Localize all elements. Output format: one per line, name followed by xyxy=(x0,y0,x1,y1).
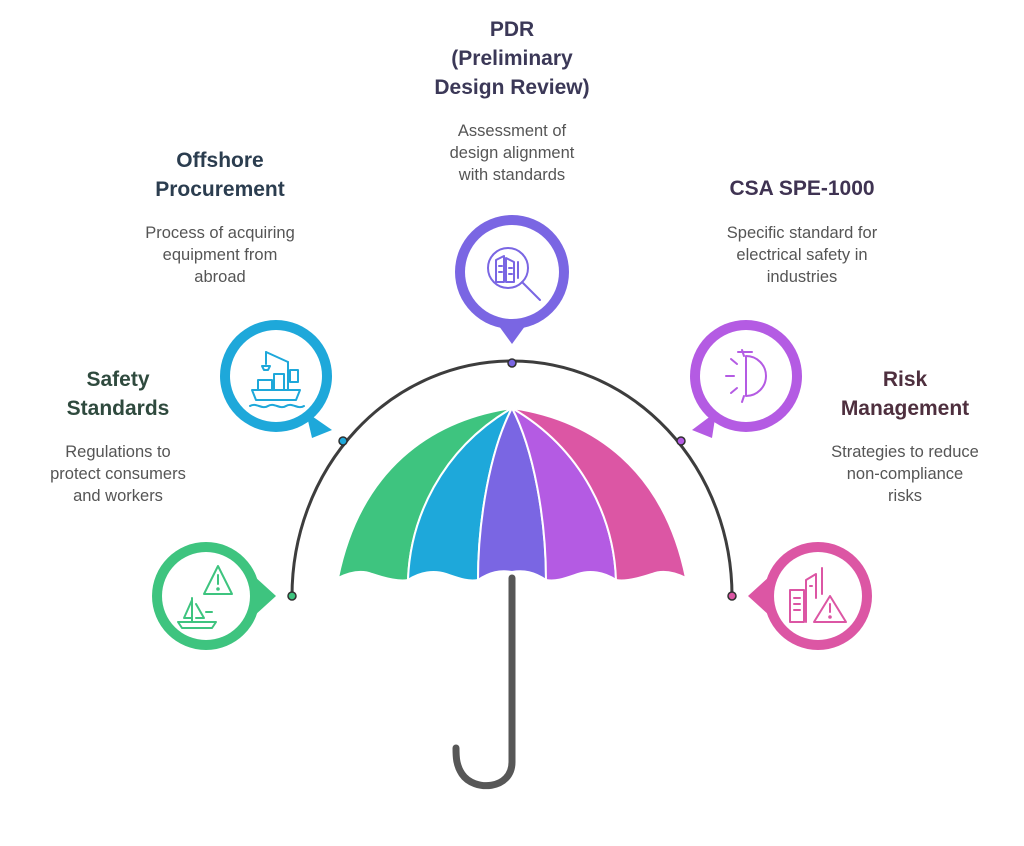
safety-description: Regulations to protect consumers and wor… xyxy=(50,443,186,505)
document-search-icon xyxy=(487,247,541,301)
umbrella-canopy xyxy=(336,405,688,582)
canopy-segment-pink xyxy=(511,407,688,582)
safety-title: Safety Standards xyxy=(66,368,170,420)
csa-title: CSA SPE-1000 xyxy=(729,177,875,200)
badge-pdr xyxy=(455,215,569,344)
risk-description: Strategies to reduce non-compliance risk… xyxy=(831,443,979,505)
sailboat-warning-icon xyxy=(177,565,233,629)
pdr-title: PDR (Preliminary Design Review) xyxy=(434,18,590,99)
badge-risk xyxy=(748,542,872,650)
arc-dot-csa xyxy=(676,436,686,446)
pdr-description: Assessment of design alignment with stan… xyxy=(449,122,575,184)
offshore-description: Process of acquiring equipment from abro… xyxy=(145,224,295,286)
badge-offshore xyxy=(220,320,332,438)
badge-safety xyxy=(152,542,276,650)
risk-title: Risk Management xyxy=(840,368,970,420)
buildings-warning-icon xyxy=(789,567,847,623)
half-sun-gauge-icon xyxy=(725,349,767,403)
arc-dot-safety xyxy=(287,591,297,601)
umbrella-handle xyxy=(452,574,516,790)
offshore-title: Offshore Procurement xyxy=(155,149,285,201)
arc-dot-offshore xyxy=(338,436,348,446)
csa-description: Specific standard for electrical safety … xyxy=(726,224,878,286)
arc-dot-risk xyxy=(727,591,737,601)
badge-csa xyxy=(690,320,802,438)
arc-dot-pdr xyxy=(507,358,517,368)
arc-dots xyxy=(287,358,737,601)
ship-crane-icon xyxy=(249,351,305,409)
